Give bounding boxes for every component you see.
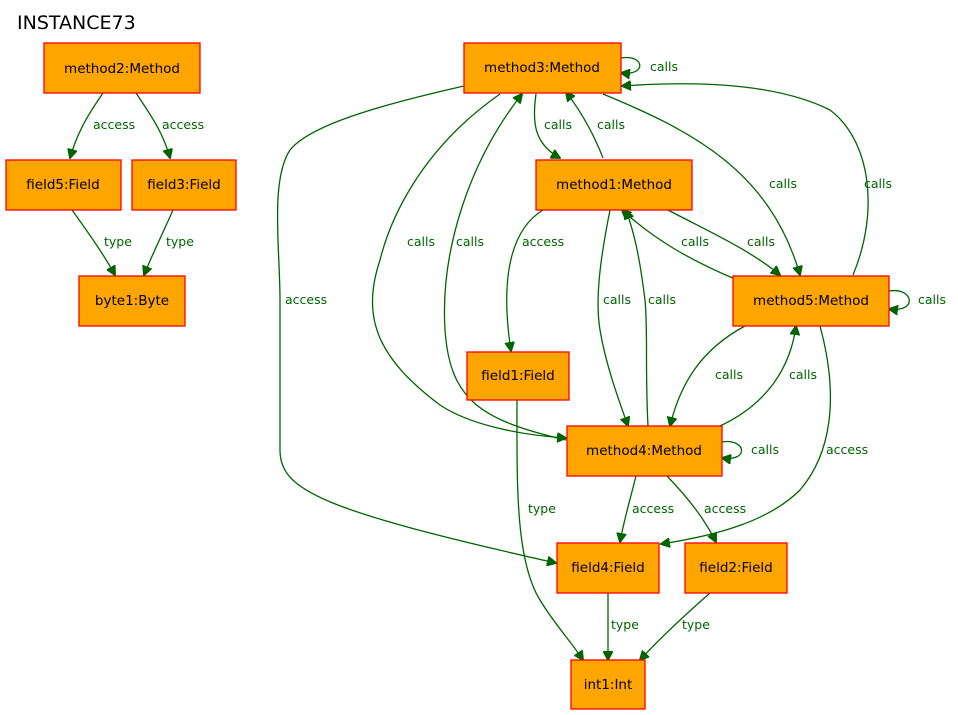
- edge-label: calls: [747, 234, 775, 249]
- edge-label: type: [682, 617, 710, 632]
- node-label: method4:Method: [586, 443, 702, 459]
- node-label: byte1:Byte: [95, 293, 169, 309]
- node-method3: method3:Method: [463, 42, 622, 94]
- node-field2: field2:Field: [684, 542, 788, 594]
- node-label: field3:Field: [147, 177, 220, 193]
- edge-label: calls: [648, 292, 676, 307]
- edge-field2-int1: type: [640, 592, 711, 660]
- edge-method2-field5: access: [70, 92, 135, 158]
- edge-method3-method4: calls: [372, 93, 567, 438]
- edge-field3-byte1: type: [144, 209, 194, 275]
- edge-field5-byte1: type: [71, 209, 132, 275]
- node-label: method5:Method: [753, 293, 869, 309]
- node-label: method1:Method: [556, 177, 672, 193]
- edge-label: calls: [751, 442, 779, 457]
- edge-method4-method3: calls: [443, 94, 567, 441]
- edge-method2-field3: access: [135, 92, 204, 158]
- node-label: field1:Field: [481, 368, 554, 384]
- edge-label: access: [632, 501, 674, 516]
- edge-method4-method5: calls: [719, 326, 817, 427]
- edge-method3-method1: calls: [533, 93, 572, 158]
- edge-label: calls: [650, 59, 678, 74]
- edge-label: calls: [456, 234, 484, 249]
- edge-method1-method3: calls: [566, 92, 625, 159]
- edge-label: calls: [769, 176, 797, 191]
- edge-label: calls: [597, 117, 625, 132]
- edge-method4-method1: calls: [626, 210, 676, 427]
- edge-method1-method4: calls: [597, 209, 631, 426]
- edge-method4-field2: access: [666, 475, 746, 542]
- edge-method5-self: calls: [889, 290, 946, 310]
- node-int1: int1:Int: [570, 659, 646, 710]
- node-label: field2:Field: [699, 560, 772, 576]
- edge-field4-int1: type: [608, 593, 639, 660]
- node-field4: field4:Field: [556, 542, 660, 594]
- node-method4: method4:Method: [566, 425, 723, 477]
- edge-method3-field4: access: [276, 85, 557, 563]
- edge-method1-method5: calls: [667, 209, 780, 275]
- node-field1: field1:Field: [466, 351, 570, 401]
- node-label: field5:Field: [26, 177, 99, 193]
- edge-method3-self: calls: [621, 56, 678, 74]
- diagram-title: INSTANCE73: [17, 12, 136, 34]
- edge-method4-field4: access: [620, 475, 674, 542]
- edge-method3-method5: calls: [602, 93, 800, 275]
- node-field3: field3:Field: [131, 159, 237, 211]
- edge-label: type: [166, 234, 194, 249]
- edge-label: access: [162, 117, 204, 132]
- edge-label: access: [522, 234, 564, 249]
- edge-method4-self: calls: [722, 440, 779, 459]
- edge-label: access: [704, 501, 746, 516]
- edge-label: access: [285, 292, 327, 307]
- edge-method5-method3: calls: [622, 84, 892, 276]
- edge-label: type: [528, 501, 556, 516]
- edge-label: calls: [603, 292, 631, 307]
- node-label: field4:Field: [571, 560, 644, 576]
- edge-label: calls: [544, 117, 572, 132]
- edge-label: access: [826, 442, 868, 457]
- edge-label: calls: [681, 234, 709, 249]
- node-method2: method2:Method: [43, 42, 201, 94]
- edge-method5-method4: calls: [670, 325, 746, 426]
- node-label: method3:Method: [484, 60, 600, 76]
- node-method5: method5:Method: [732, 275, 890, 327]
- edge-label: calls: [715, 367, 743, 382]
- node-byte1: byte1:Byte: [78, 275, 186, 327]
- edge-label: type: [104, 234, 132, 249]
- node-label: int1:Int: [584, 677, 633, 693]
- node-field5: field5:Field: [5, 159, 122, 211]
- edge-method5-method1: calls: [622, 210, 736, 280]
- edge-label: calls: [407, 234, 435, 249]
- node-method1: method1:Method: [535, 159, 693, 211]
- edge-label: access: [93, 117, 135, 132]
- edge-label: calls: [789, 367, 817, 382]
- edge-label: type: [611, 617, 639, 632]
- node-label: method2:Method: [64, 61, 180, 77]
- edge-method1-field1: access: [507, 209, 564, 351]
- edge-label: calls: [864, 176, 892, 191]
- edge-field1-int1: type: [516, 399, 583, 660]
- edge-label: calls: [918, 292, 946, 307]
